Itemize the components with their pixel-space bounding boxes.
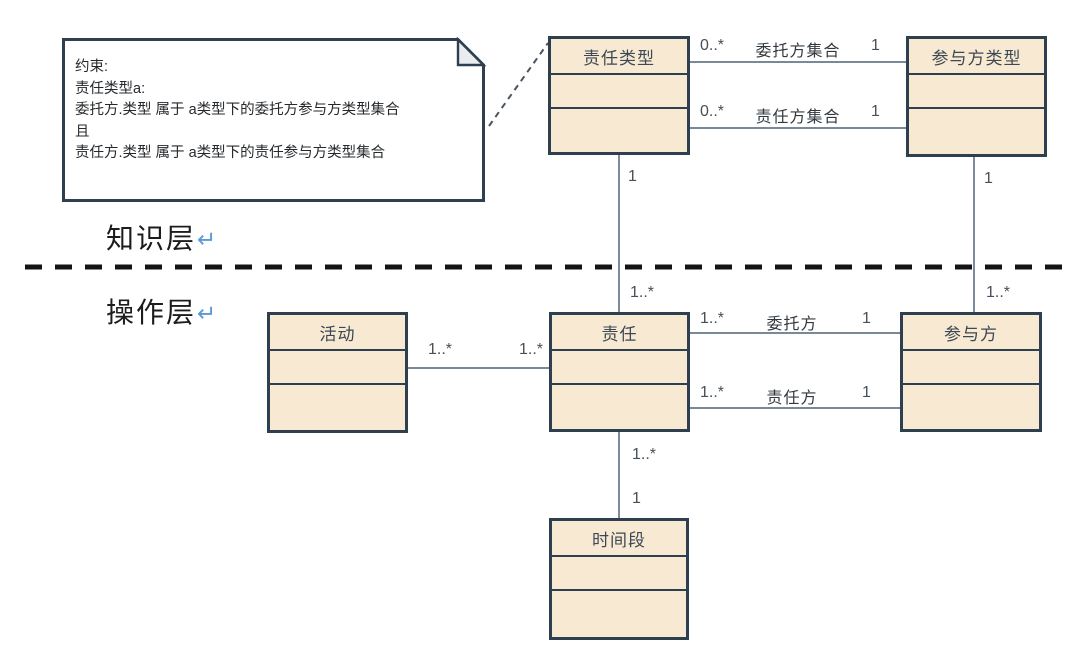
multiplicity-label: 1..*	[630, 284, 655, 301]
class-attributes-empty	[909, 75, 1044, 109]
uml-note	[62, 36, 487, 202]
note-outline	[62, 38, 485, 202]
note-line: 责任类型a:	[75, 80, 146, 97]
class-title: 时间段	[552, 521, 686, 557]
multiplicity-label: 1..*	[428, 341, 453, 358]
multiplicity-label: 1..*	[700, 384, 725, 401]
multiplicity-label: 1..*	[986, 284, 1011, 301]
class-operations-empty	[903, 385, 1039, 429]
class-title: 参与方	[903, 315, 1039, 351]
class-attributes-empty	[903, 351, 1039, 385]
multiplicity-label: 1	[871, 37, 880, 54]
multiplicity-label: 0..*	[700, 103, 725, 120]
class-title: 参与方类型	[909, 39, 1044, 75]
note-line: 委托方.类型 属于 a类型下的委托方参与方类型集合	[75, 102, 400, 118]
class-attributes-empty	[551, 75, 687, 109]
knowledge-layer-label: 知识层↵	[106, 217, 216, 257]
association-name-label: 委托方集合	[755, 43, 841, 60]
association-name-label: 责任方	[766, 390, 818, 407]
class-activity: 活动	[267, 312, 408, 433]
constraint-note-text: 约束: 责任类型a: 委托方.类型 属于 a类型下的委托方参与方类型集合 且 责…	[75, 57, 400, 165]
multiplicity-label: 1..*	[632, 446, 657, 463]
multiplicity-label: 1	[862, 384, 871, 401]
class-operations-empty	[551, 109, 687, 152]
multiplicity-label: 0..*	[700, 37, 725, 54]
multiplicity-label: 1..*	[519, 341, 544, 358]
class-operations-empty	[909, 109, 1044, 154]
note-line: 且	[75, 123, 90, 140]
class-participant-type: 参与方类型	[906, 36, 1047, 157]
class-attributes-empty	[270, 351, 405, 385]
class-title: 活动	[270, 315, 405, 351]
class-responsibility: 责任	[549, 312, 690, 432]
operation-layer-label: 操作层↵	[106, 291, 216, 331]
class-operations-empty	[552, 385, 687, 429]
class-attributes-empty	[552, 557, 686, 591]
multiplicity-label: 1	[871, 103, 880, 120]
class-time-period: 时间段	[549, 518, 689, 640]
class-title: 责任类型	[551, 39, 687, 75]
association-name-label: 责任方集合	[755, 109, 841, 126]
class-title: 责任	[552, 315, 687, 351]
class-attributes-empty	[552, 351, 687, 385]
multiplicity-label: 1	[632, 490, 641, 507]
class-operations-empty	[552, 591, 686, 637]
multiplicity-label: 1..*	[700, 310, 725, 327]
class-participant: 参与方	[900, 312, 1042, 432]
multiplicity-label: 1	[628, 168, 637, 185]
operation-layer-text: 操作层	[106, 297, 197, 328]
association-name-label: 委托方	[766, 316, 818, 333]
multiplicity-label: 1	[984, 170, 993, 187]
note-anchor-dashed-line	[488, 42, 549, 127]
class-responsibility-type: 责任类型	[548, 36, 690, 155]
note-line: 约束:	[75, 59, 109, 75]
return-mark-icon: ↵	[197, 301, 217, 327]
return-mark-icon: ↵	[197, 227, 217, 253]
class-operations-empty	[270, 385, 405, 430]
knowledge-layer-text: 知识层	[106, 223, 197, 254]
note-fold-corner	[456, 36, 487, 67]
note-line: 责任方.类型 属于 a类型下的责任参与方类型集合	[75, 145, 386, 161]
multiplicity-label: 1	[862, 310, 871, 327]
